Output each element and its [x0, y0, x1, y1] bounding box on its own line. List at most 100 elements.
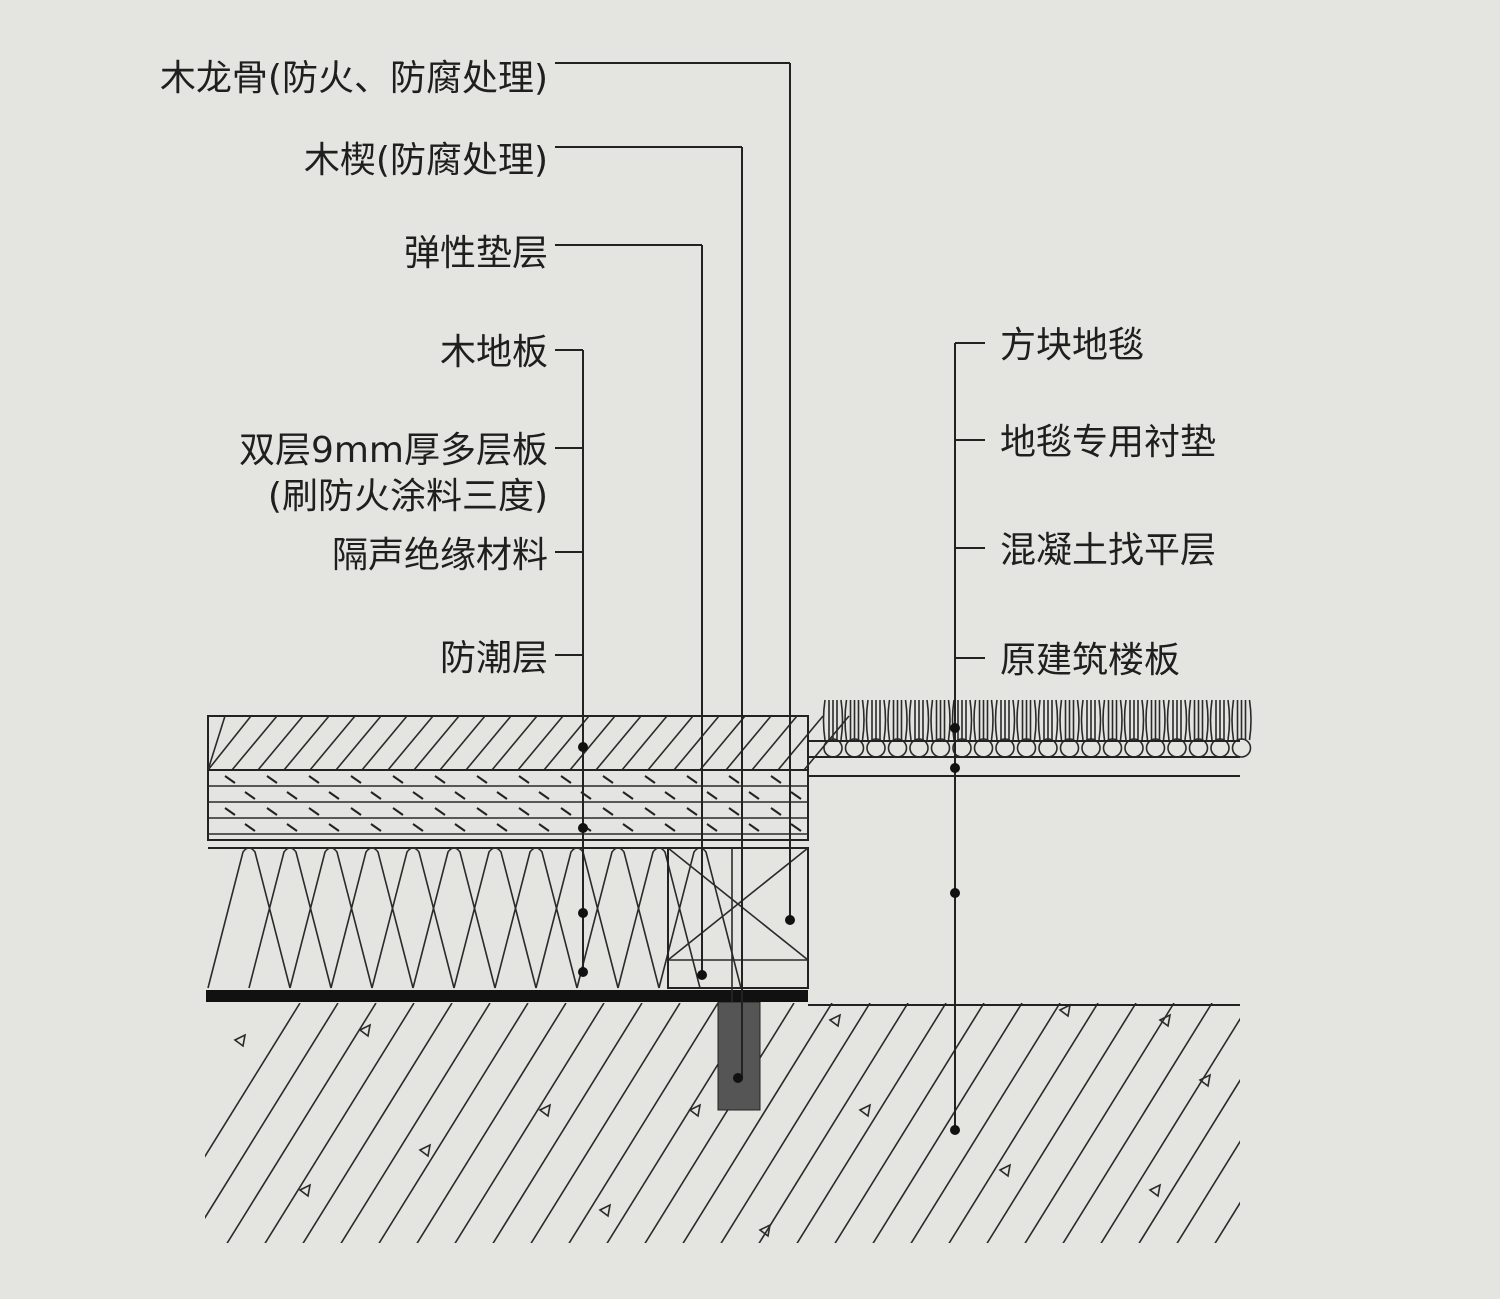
carpet-tuft [887, 699, 908, 741]
carpet-tuft [1080, 699, 1102, 741]
wood-grain [725, 715, 772, 771]
plywood-mark [476, 807, 488, 816]
wood-grain [207, 715, 252, 771]
leader-dot [950, 888, 960, 898]
aggregate-mark [358, 1023, 372, 1038]
plywood-mark [350, 807, 362, 816]
aggregate-mark [1148, 1183, 1162, 1198]
plywood-mark [328, 823, 340, 832]
plywood-mark [496, 791, 508, 800]
label-carpet-tile: 方块地毯 [1000, 325, 1144, 366]
plywood-mark [706, 823, 718, 832]
label-elastic-pad: 弹性垫层 [404, 233, 548, 274]
leader-dot [785, 915, 795, 925]
insulation-loop [412, 847, 496, 989]
leader-dot [697, 970, 707, 980]
wood-grain [491, 715, 538, 771]
carpet-tuft [1123, 699, 1145, 741]
label-moisture-barrier: 防潮层 [440, 638, 548, 679]
aggregate-mark [998, 1163, 1012, 1178]
wood-grain [517, 715, 564, 771]
leader-dot [578, 908, 588, 918]
insulation-loop [248, 847, 332, 989]
leader-dot [578, 967, 588, 977]
plywood-mark [224, 807, 236, 816]
plywood-mark [538, 823, 550, 832]
wood-grain [231, 715, 278, 771]
insulation-loop [617, 847, 701, 989]
plywood-mark [286, 791, 298, 800]
plywood-mark [496, 823, 508, 832]
plywood-mark [454, 791, 466, 800]
right-labels: 方块地毯 地毯专用衬垫 混凝土找平层 原建筑楼板 [1000, 325, 1216, 681]
moisture-barrier [206, 990, 808, 1002]
insulation-loop [207, 847, 291, 989]
wood-grain [543, 715, 590, 771]
plywood-mark [434, 775, 446, 784]
plywood-mark [518, 807, 530, 816]
plywood-mark [770, 807, 782, 816]
carpet-tuft [865, 699, 887, 741]
plywood-mark [308, 775, 320, 784]
wood-grain [309, 715, 356, 771]
aggregate-mark [233, 1033, 247, 1048]
plywood-mark [622, 791, 634, 800]
plywood [207, 769, 809, 841]
plywood-mark [370, 823, 382, 832]
wood-grain [569, 715, 616, 771]
carpet-tuft [951, 699, 973, 741]
carpet-tuft [1145, 699, 1166, 741]
plywood-mark [392, 775, 404, 784]
wood-joist [667, 847, 809, 989]
plywood-mark [518, 775, 530, 784]
wood-grain [699, 715, 746, 771]
plywood-mark [392, 807, 404, 816]
carpet-tuft [994, 699, 1016, 741]
plywood-mark [434, 807, 446, 816]
label-screed: 混凝土找平层 [1000, 530, 1216, 571]
carpet-tuft [822, 699, 844, 741]
plywood-mark [412, 823, 424, 832]
insulation-loop [289, 847, 373, 989]
plywood-mark [266, 775, 278, 784]
insulation-loop [658, 847, 742, 989]
wood-grain [621, 715, 668, 771]
aggregate-mark [598, 1203, 612, 1218]
plywood-mark [728, 807, 740, 816]
label-plywood: 双层9mm厚多层板 [239, 430, 548, 471]
plywood-mark [476, 775, 488, 784]
plywood-mark [308, 807, 320, 816]
insulation-loop [330, 847, 414, 989]
plywood-mark [686, 807, 698, 816]
label-structural-slab: 原建筑楼板 [1000, 640, 1180, 681]
wood-grain [335, 715, 382, 771]
plywood-mark [748, 823, 760, 832]
aggregate-mark [688, 1103, 702, 1118]
insulation-loop [535, 847, 619, 989]
wood-grain [647, 715, 694, 771]
aggregate-mark [418, 1143, 432, 1158]
plywood-mark [644, 775, 656, 784]
wood-grain [207, 715, 226, 771]
plywood-mark [622, 823, 634, 832]
label-wood-wedge: 木楔(防腐处理) [304, 140, 548, 181]
label-carpet-underlay: 地毯专用衬垫 [1000, 422, 1216, 463]
plywood-mark [266, 807, 278, 816]
plywood-mark [790, 791, 802, 800]
plywood-mark [350, 775, 362, 784]
wood-grain [465, 715, 512, 771]
plywood-mark [770, 775, 782, 784]
underlay-cell [1231, 738, 1252, 758]
carpet-tuft [930, 699, 951, 741]
plywood-mark [728, 775, 740, 784]
leader-dot [578, 742, 588, 752]
carpet-tuft [1231, 699, 1252, 741]
wood-grain [361, 715, 408, 771]
plywood-mark [328, 791, 340, 800]
carpet-tuft [973, 699, 994, 741]
wood-grain [803, 715, 850, 771]
left-labels: 木龙骨(防火、防腐处理) 木楔(防腐处理) 弹性垫层 木地板 双层9mm厚多层板… [160, 58, 548, 679]
plywood-mark [244, 823, 256, 832]
wood-grain [595, 715, 642, 771]
